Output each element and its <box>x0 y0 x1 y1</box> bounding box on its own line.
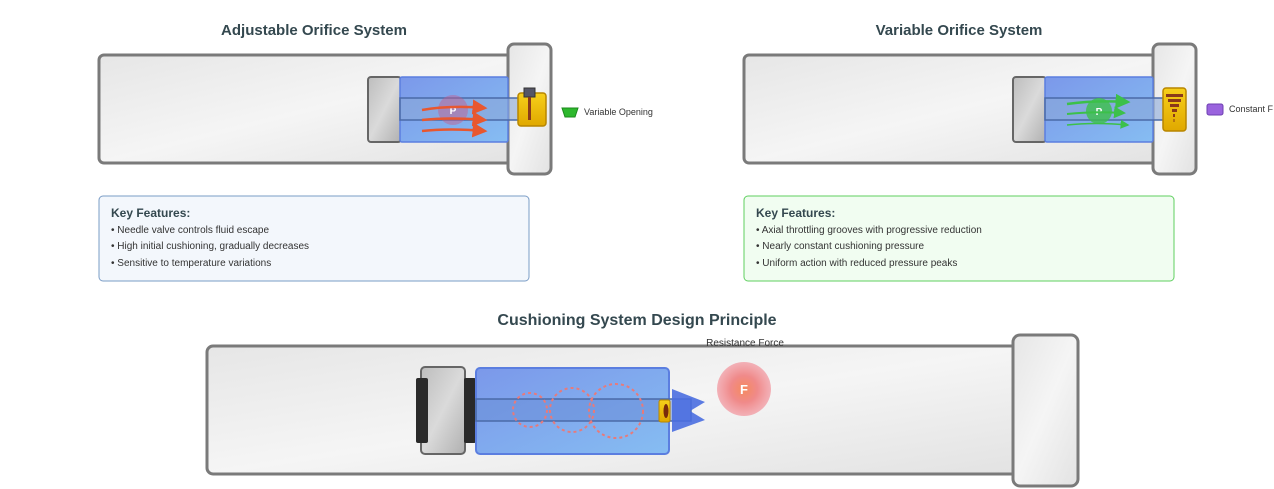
pressure-label: P <box>450 106 457 117</box>
panel-title: Adjustable Orifice System <box>221 22 407 39</box>
needle-valve <box>517 92 547 127</box>
piston-seal <box>464 378 476 443</box>
orifice-hole <box>663 404 669 418</box>
feature-item: • Nearly constant cushioning pressure <box>756 241 924 252</box>
needle-icon <box>528 97 531 120</box>
flow-arrow <box>421 99 488 115</box>
fluid-jet-icon <box>672 389 705 432</box>
features-box <box>98 195 530 282</box>
valve-knob <box>523 87 536 98</box>
end-cap <box>1011 333 1080 488</box>
flow-arrow <box>421 122 488 138</box>
features-box <box>743 195 1175 282</box>
feature-item: • High initial cushioning, gradually dec… <box>111 241 309 252</box>
principle-title: Cushioning System Design Principle <box>497 312 776 329</box>
feature-item: • Uniform action with reduced pressure p… <box>756 258 957 269</box>
feature-item: • Sensitive to temperature variations <box>111 258 271 269</box>
panel-title: Variable Orifice System <box>876 22 1043 39</box>
force-label: F <box>740 382 748 397</box>
piston-seal <box>416 378 428 443</box>
flow-arrow <box>1066 93 1131 109</box>
flow-arrow <box>1066 119 1130 129</box>
pressure-waves <box>512 383 644 439</box>
legend-label: Variable Opening <box>584 107 653 117</box>
force-caption: Resistance Force <box>706 338 784 349</box>
resistance-force-indicator <box>717 362 771 416</box>
variable-orifice-panel: Variable Orifice System P Constant F Key… <box>742 22 1274 282</box>
feature-item: • Needle valve controls fluid escape <box>111 225 269 236</box>
piston <box>1012 76 1047 143</box>
constant-force-legend-icon <box>1206 103 1224 116</box>
feature-item: • Axial throttling grooves with progress… <box>756 225 982 236</box>
flow-arrow <box>1066 106 1126 119</box>
legend-label: Constant F <box>1229 104 1274 114</box>
features-heading: Key Features: <box>111 206 190 220</box>
features-heading: Key Features: <box>756 206 835 220</box>
piston <box>367 76 402 143</box>
variable-opening-legend-icon <box>561 107 579 118</box>
throttling-grooves-icon <box>1166 94 1183 122</box>
design-principle-panel: Cushioning System Design Principle Resis… <box>205 312 1080 488</box>
adjustable-orifice-panel: Adjustable Orifice System P Variable Ope… <box>97 22 653 282</box>
flow-arrow <box>421 111 488 127</box>
pressure-indicator <box>1086 98 1112 124</box>
